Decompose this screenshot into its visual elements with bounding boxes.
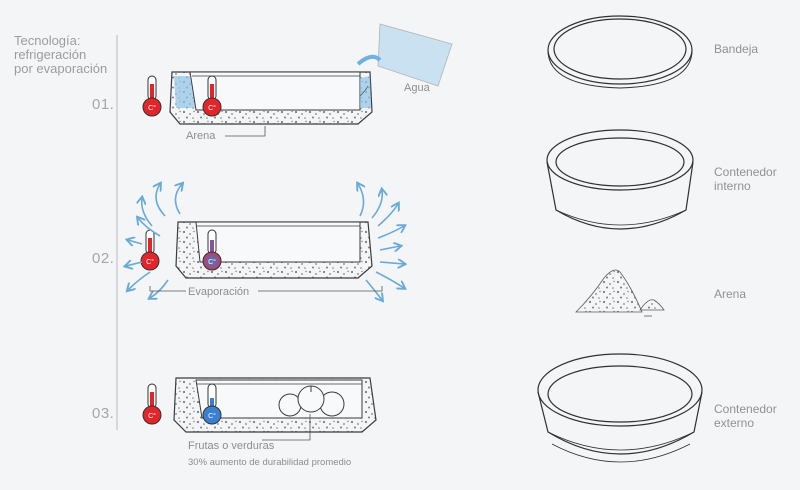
thermometer-cold-inside-3: C° xyxy=(202,383,222,425)
evaporation-label: Evaporación xyxy=(188,286,250,298)
step-1-illustration: C° C° xyxy=(142,23,453,137)
evaporation-arrows-left xyxy=(126,184,182,298)
part-label-bandeja: Bandeja xyxy=(714,42,759,56)
water-fill-right xyxy=(360,76,371,108)
fruits xyxy=(278,385,345,417)
inner-container-2 xyxy=(195,221,361,263)
svg-text:C°: C° xyxy=(146,258,154,266)
part-contenedor-externo xyxy=(537,353,703,463)
title-line-3: por evaporación xyxy=(14,61,108,76)
svg-text:C°: C° xyxy=(208,412,216,420)
title-line-2: refrigeración xyxy=(14,47,87,62)
water-fill-left xyxy=(174,76,195,108)
step-number-3: 03. xyxy=(92,405,115,422)
svg-text:C°: C° xyxy=(208,104,216,112)
part-arena xyxy=(575,269,665,317)
inner-container-1 xyxy=(189,71,361,111)
thermometer-hot-outside-1: C° xyxy=(142,75,162,117)
thermometer-cooling-inside-2: C° xyxy=(202,229,222,271)
water-stream xyxy=(356,54,382,66)
part-bandeja xyxy=(547,15,693,89)
svg-text:C°: C° xyxy=(208,258,216,266)
step-number-2: 02. xyxy=(92,250,115,267)
sand-label: Arena xyxy=(186,130,216,142)
step-3-illustration: C° C° xyxy=(142,377,377,441)
svg-text:C°: C° xyxy=(148,412,156,420)
water-label: Agua xyxy=(404,82,430,94)
thermometer-hot-outside-3: C° xyxy=(142,383,162,425)
part-contenedor-interno xyxy=(546,129,694,230)
part-label-arena: Arena xyxy=(714,287,747,301)
svg-text:C°: C° xyxy=(148,104,156,112)
produce-label: Frutas o verduras xyxy=(188,440,275,452)
water-glass xyxy=(356,23,453,87)
diagram-title: Tecnología: refrigeración por evaporació… xyxy=(14,34,107,76)
thermometer-hot-outside-2: C° xyxy=(140,229,160,271)
thermometer-hot-inside-1: C° xyxy=(202,75,222,117)
title-line-1: Tecnología: xyxy=(14,33,81,48)
step-number-1: 01. xyxy=(92,96,115,113)
durability-note: 30% aumento de durabilidad promedio xyxy=(188,457,352,468)
step-2-illustration: C° C° xyxy=(126,184,404,300)
